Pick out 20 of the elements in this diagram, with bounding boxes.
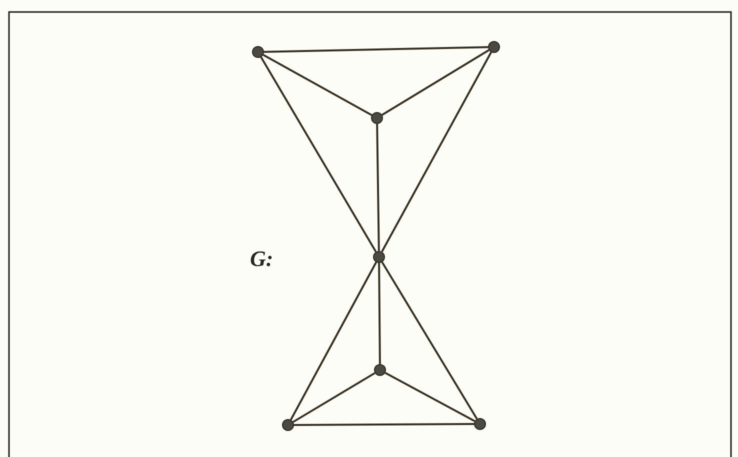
graph-vertex — [371, 112, 383, 124]
graph-edge — [290, 262, 378, 420]
graph-name: G: — [250, 246, 274, 272]
graph-edge — [260, 56, 377, 252]
graph-edge — [292, 372, 376, 423]
graph-vertex — [282, 419, 294, 431]
graph-edge — [378, 263, 381, 364]
graph-vertex — [373, 251, 385, 263]
graph-vertex — [474, 418, 486, 430]
graph-edge — [294, 423, 474, 426]
graph-edge — [382, 49, 490, 116]
graph-edge — [381, 262, 478, 420]
graph-edge — [264, 46, 488, 53]
graph-edge — [384, 372, 476, 422]
graph-vertex — [488, 41, 500, 53]
graph-edge — [262, 54, 372, 116]
graph-vertex — [374, 364, 386, 376]
graph-vertex — [252, 46, 264, 58]
graph-edge — [381, 52, 492, 252]
graph-edge — [376, 124, 380, 252]
